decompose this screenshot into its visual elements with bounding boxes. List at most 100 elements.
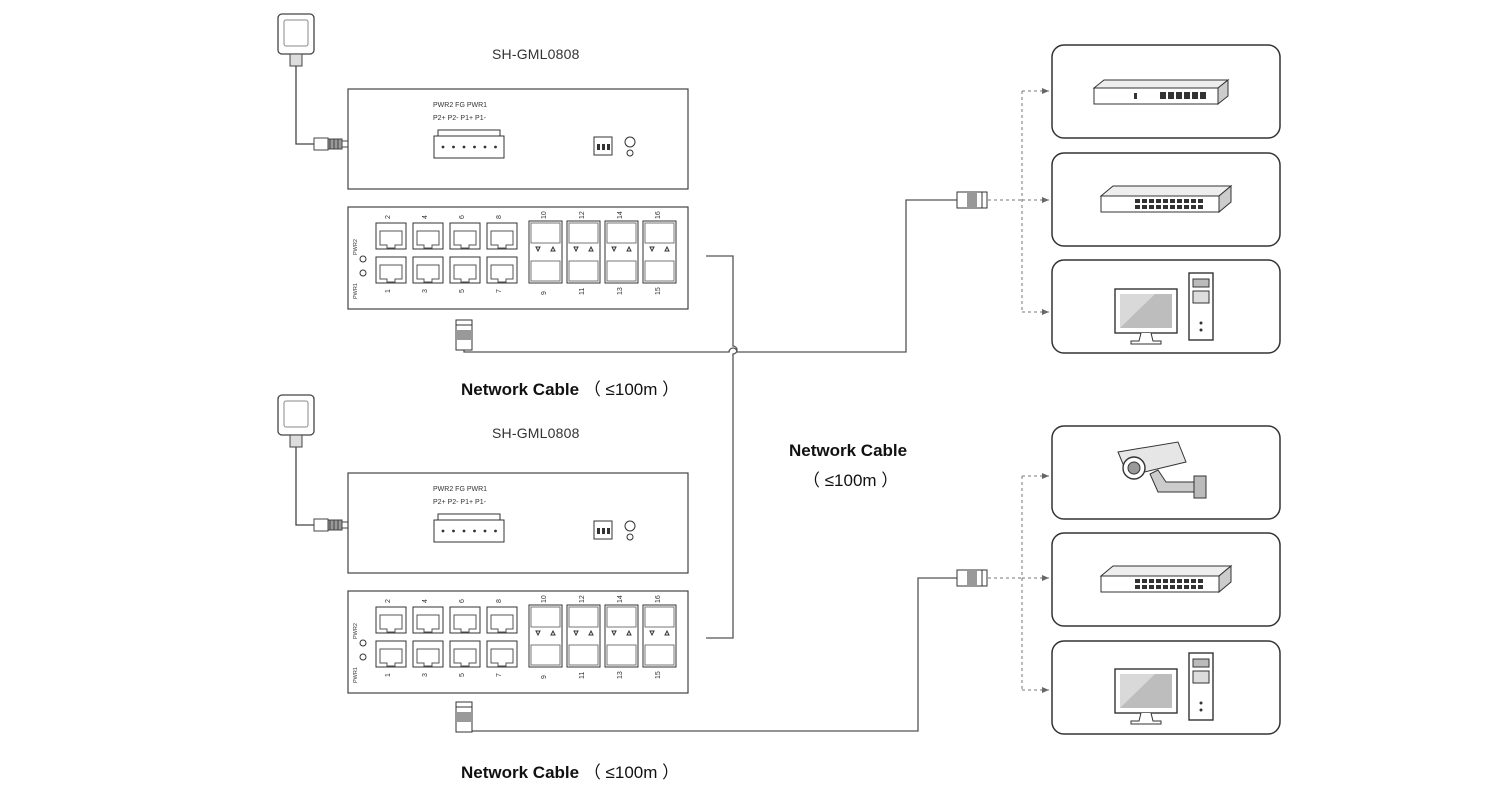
device-switch-2 xyxy=(1051,532,1281,627)
port-number: 4 xyxy=(422,215,429,219)
device-switch-1 xyxy=(1051,152,1281,247)
port-number: 3 xyxy=(422,673,429,677)
power-terminal-label-bottom: P2+ P2- P1+ P1- xyxy=(433,115,487,122)
fanout-group1 xyxy=(988,88,1049,315)
port-number: 8 xyxy=(496,215,503,219)
cable-label-bottom-name: Network Cable xyxy=(461,763,580,782)
port-number: 6 xyxy=(459,215,466,219)
port-number: 11 xyxy=(579,288,586,295)
rj45-plug-icon xyxy=(455,319,473,351)
computer-icon xyxy=(1114,272,1214,345)
device-router xyxy=(1051,44,1281,139)
reset-button xyxy=(624,520,636,532)
port-number: 6 xyxy=(459,599,466,603)
cable-label-middle: Network Cable （ ≤100m ） xyxy=(789,441,907,491)
rj45-plug-icon xyxy=(455,701,473,733)
rj45-port xyxy=(486,640,518,668)
dip-switch xyxy=(593,520,613,540)
port-number: 16 xyxy=(655,595,662,603)
port-number: 5 xyxy=(459,289,466,293)
switch-top-panel xyxy=(347,472,689,574)
rj45-port xyxy=(449,606,481,634)
power-terminal-block xyxy=(433,513,505,543)
rj45-plug-icon xyxy=(956,191,988,209)
sfp-slot xyxy=(604,220,639,284)
device-box xyxy=(1051,425,1281,520)
sfp-slot xyxy=(604,604,639,668)
port-number: 9 xyxy=(541,675,548,679)
port-number: 13 xyxy=(617,671,624,679)
port-number: 15 xyxy=(655,671,662,679)
network-switch-icon xyxy=(1099,564,1233,594)
power-adapter-icon xyxy=(277,13,351,151)
cable-label-top-distance: （ ≤100m ） xyxy=(583,380,680,399)
led-label-pwr1: PWR1 xyxy=(353,283,359,299)
port-number: 15 xyxy=(655,287,662,295)
rj45-port xyxy=(412,640,444,668)
power-adapter-icon xyxy=(277,394,351,532)
device-camera xyxy=(1051,425,1281,520)
cable-label-middle-distance: （ ≤100m ） xyxy=(803,471,899,490)
cable-switch1-to-switch2 xyxy=(706,255,738,639)
cable-label-bottom: Network Cable （ ≤100m ） xyxy=(461,758,679,783)
sfp-slot xyxy=(566,604,601,668)
network-switch-icon xyxy=(1099,184,1233,214)
port-number: 14 xyxy=(617,211,624,219)
power-plug-icon xyxy=(313,137,351,151)
port-number: 2 xyxy=(385,215,392,219)
cable-label-top: Network Cable （ ≤100m ） xyxy=(461,375,679,400)
pwr2-led xyxy=(359,639,367,647)
sfp-slot xyxy=(566,220,601,284)
pwr2-led xyxy=(359,255,367,263)
power-cable xyxy=(295,447,314,526)
power-terminal-label-top: PWR2 FG PWR1 xyxy=(433,102,487,109)
pwr1-led xyxy=(359,269,367,277)
port-number: 2 xyxy=(385,599,392,603)
device-computer-2 xyxy=(1051,640,1281,735)
rj45-port xyxy=(375,606,407,634)
rj45-port xyxy=(412,606,444,634)
cable-switch1-to-group1 xyxy=(463,199,957,353)
switch-2-model-label: SH-GML0808 xyxy=(492,425,580,441)
fanout-group2 xyxy=(988,473,1049,693)
computer-icon xyxy=(1114,652,1214,725)
device-computer-1 xyxy=(1051,259,1281,354)
power-plug-icon xyxy=(313,518,351,532)
port-number: 14 xyxy=(617,595,624,603)
port-number: 10 xyxy=(541,211,548,219)
pwr1-led xyxy=(359,653,367,661)
cable-label-top-name: Network Cable xyxy=(461,380,580,399)
port-number: 13 xyxy=(617,287,624,295)
rj45-port xyxy=(449,222,481,250)
sfp-slot xyxy=(642,220,677,284)
port-number: 1 xyxy=(385,289,392,293)
port-number: 4 xyxy=(422,599,429,603)
rj45-port xyxy=(449,256,481,284)
rj45-plug-icon xyxy=(956,569,988,587)
led-label-pwr2: PWR2 xyxy=(353,623,359,639)
ground-icon xyxy=(626,533,634,541)
port-number: 16 xyxy=(655,211,662,219)
cable-label-middle-name: Network Cable xyxy=(789,441,908,460)
sfp-slot xyxy=(528,604,563,668)
router-icon xyxy=(1092,78,1230,106)
port-number: 10 xyxy=(541,595,548,603)
rj45-port xyxy=(375,256,407,284)
sfp-slot xyxy=(642,604,677,668)
cable-label-bottom-distance: （ ≤100m ） xyxy=(583,763,680,782)
security-camera-icon xyxy=(1117,441,1207,499)
rj45-port xyxy=(486,222,518,250)
port-number: 7 xyxy=(496,289,503,293)
rj45-port xyxy=(412,222,444,250)
port-number: 12 xyxy=(579,211,586,219)
port-number: 12 xyxy=(579,595,586,603)
rj45-port xyxy=(412,256,444,284)
rj45-port xyxy=(375,222,407,250)
port-number: 3 xyxy=(422,289,429,293)
led-label-pwr2: PWR2 xyxy=(353,239,359,255)
port-number: 8 xyxy=(496,599,503,603)
power-terminal-label-bottom: P2+ P2- P1+ P1- xyxy=(433,499,487,506)
